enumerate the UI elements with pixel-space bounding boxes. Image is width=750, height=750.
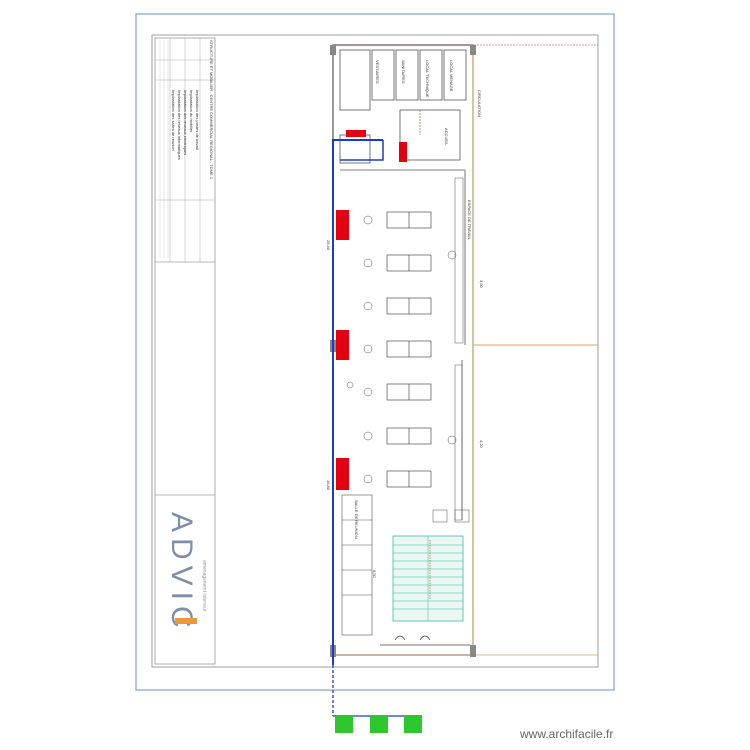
- room-label-menage: LOCAL MENAGE: [449, 60, 454, 92]
- room-label-reunion: SALLE DE REUNION: [354, 500, 359, 539]
- lower-box-2: [454, 509, 470, 523]
- column-2: [336, 330, 349, 360]
- chair-symbols: [346, 215, 457, 484]
- title-block: STRUCTURE ET MOBILIER - CENTRE COMMERCIA…: [154, 37, 216, 665]
- title-line-5: Implantation des salles de reunion: [171, 90, 176, 151]
- sheet-frame: [135, 13, 615, 691]
- notes-lines: [159, 40, 169, 258]
- dim-label-3: 3,50: [479, 280, 484, 289]
- room-label-circulation: CIRCULATION: [477, 90, 482, 117]
- desk-clusters: [386, 211, 432, 488]
- terminal-2: [370, 715, 388, 733]
- advic-logo: ADVIC amenagement interieur: [165, 512, 207, 634]
- title-line-4: Implantation des reseaux informatiques: [177, 90, 182, 160]
- red-mark-top-1: [346, 130, 366, 137]
- title-line-3: Implantation des reseaux electriques: [183, 90, 188, 155]
- red-mark-top-2: [399, 142, 407, 162]
- title-line-2: Implantation du mobilier: [189, 90, 194, 133]
- logo-brand: ADVIC: [165, 512, 198, 634]
- storage-units: [454, 177, 464, 521]
- dim-label-5: 6,50: [372, 570, 377, 579]
- lower-box: [432, 509, 448, 523]
- room-label-accueil: ACCUEIL: [444, 128, 449, 146]
- dim-label-1: 28,40: [326, 240, 331, 251]
- floor-plan: VESTIAIRES SANITAIRES LOCAL TECHNIQUE LO…: [326, 44, 598, 656]
- service-rooms: [339, 49, 467, 164]
- room-label-local-tech: LOCAL TECHNIQUE: [425, 60, 430, 98]
- dim-label-4: 4,20: [479, 440, 484, 449]
- staircase: [392, 535, 464, 622]
- title-line-1: Implantation des postes de travail: [195, 90, 200, 150]
- structural-columns: [336, 210, 349, 490]
- terminals: [335, 715, 422, 733]
- entrance-sketch: [380, 635, 470, 646]
- title-header: STRUCTURE ET MOBILIER - CENTRE COMMERCIA…: [209, 40, 214, 180]
- watermark: www.archifacile.fr: [519, 727, 613, 741]
- terminal-3: [404, 715, 422, 733]
- dim-label-2: 16,80: [326, 480, 331, 491]
- room-label-espace: ESPACE DE TRAVAIL: [467, 200, 472, 240]
- meeting-room: [341, 494, 373, 636]
- logo-tagline: amenagement interieur: [201, 560, 207, 612]
- column-1: [336, 210, 349, 240]
- room-label-vestiaires: VESTIAIRES: [375, 60, 380, 84]
- logo-accent: [175, 618, 197, 624]
- room-label-sanitaires: SANITAIRES: [401, 60, 406, 84]
- column-3: [336, 458, 349, 490]
- terminal-1: [335, 715, 353, 733]
